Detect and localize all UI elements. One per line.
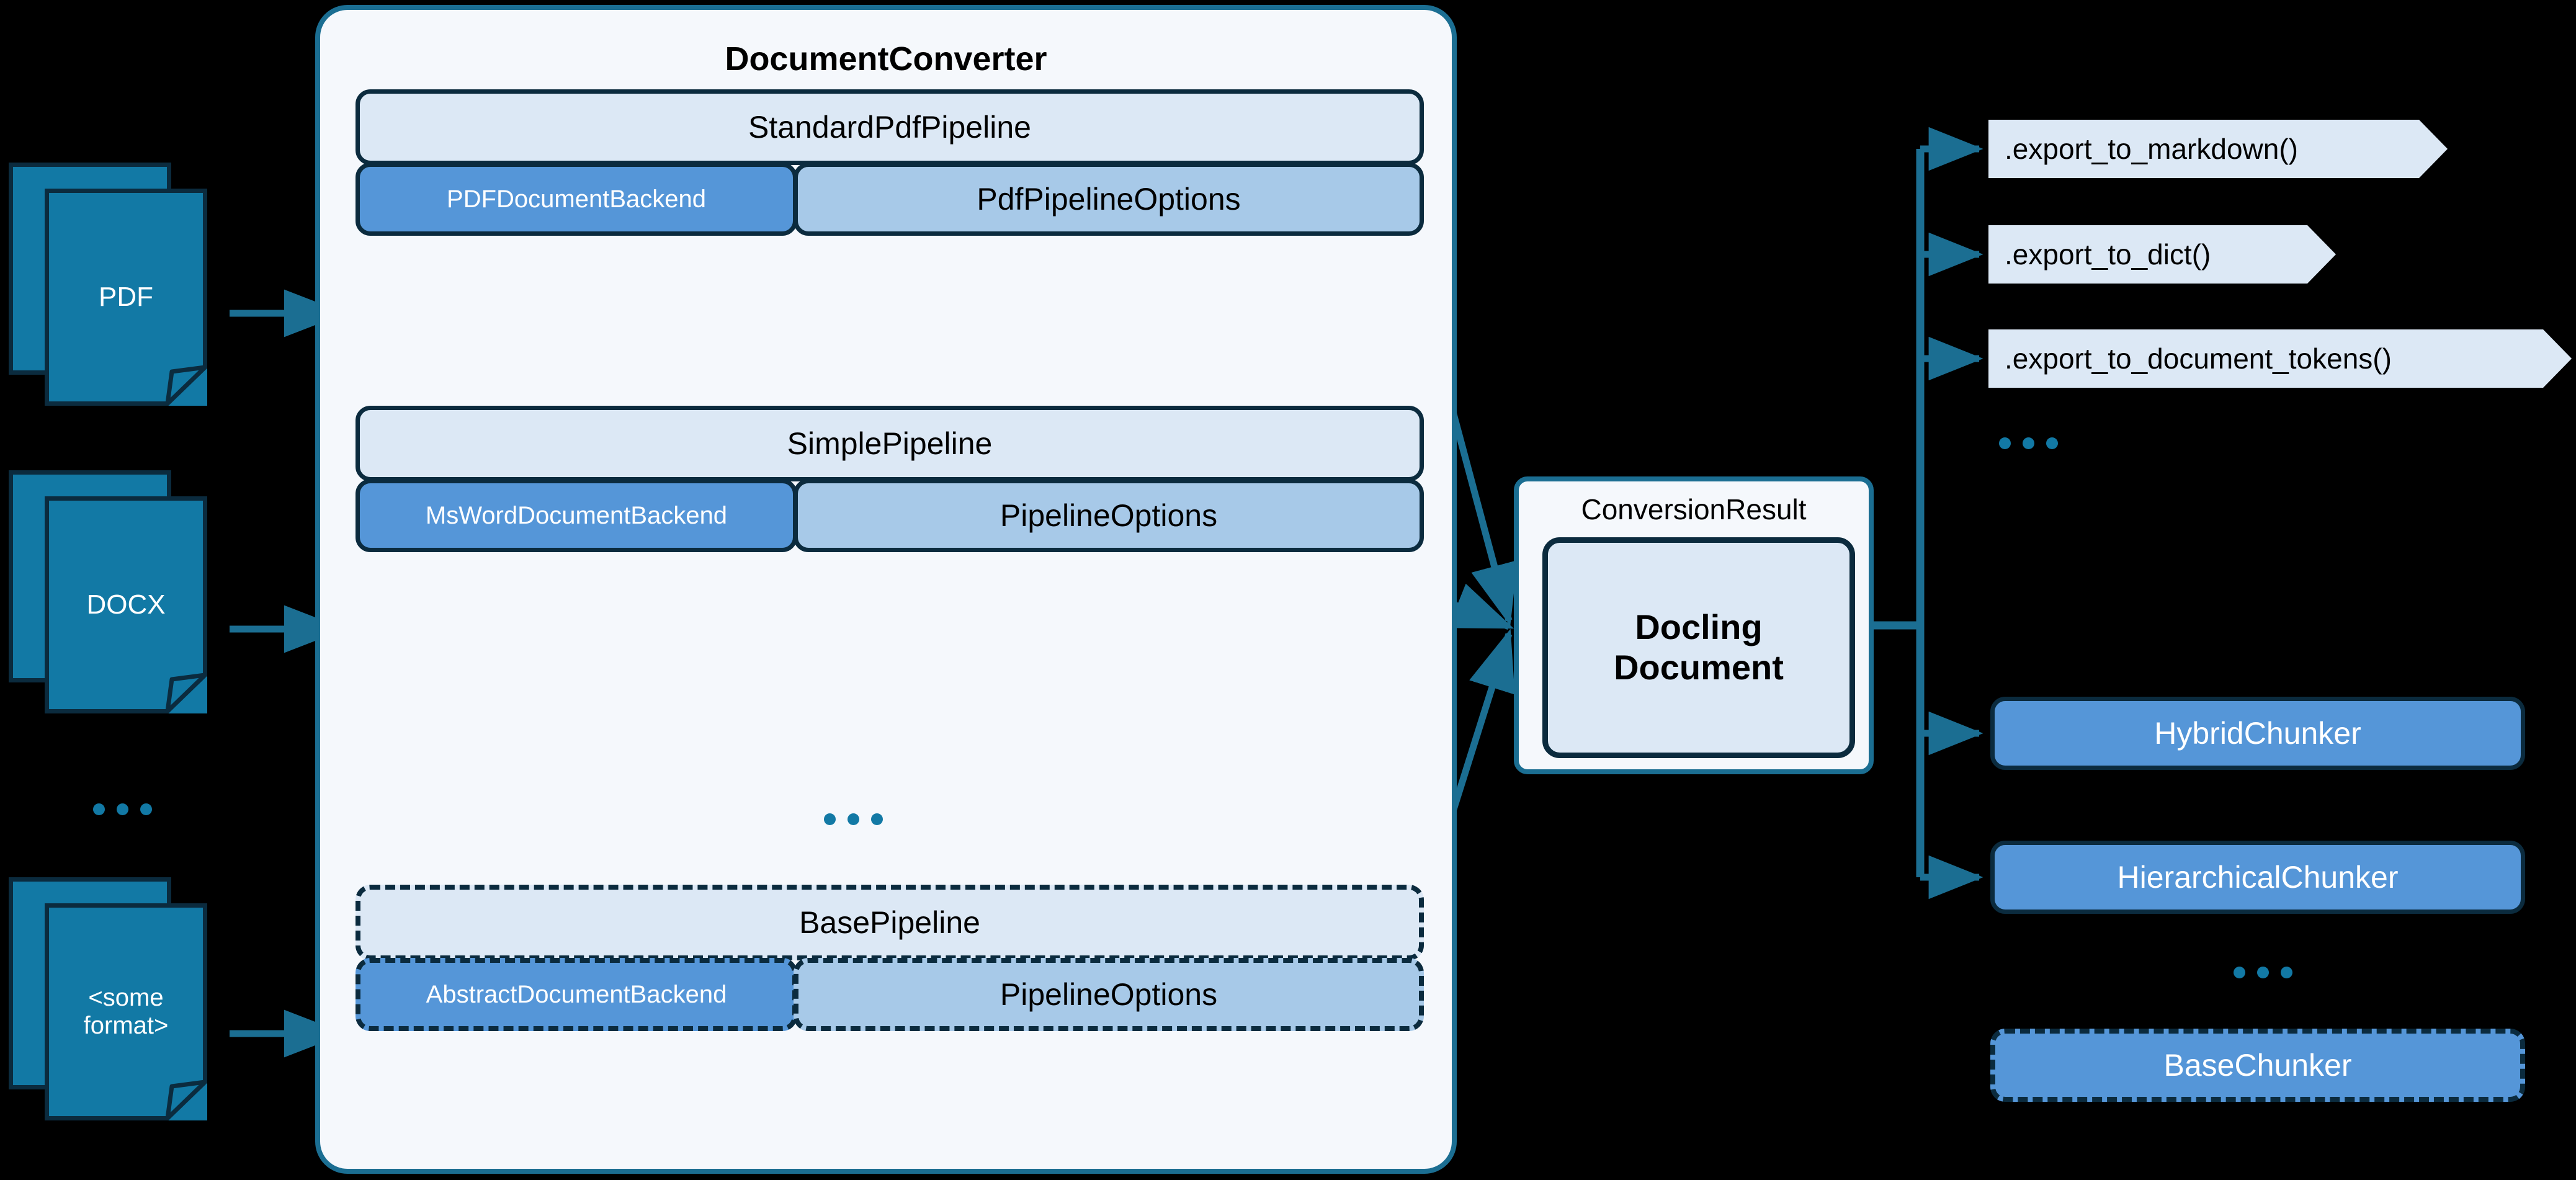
pipeline-parts-row: PDFDocumentBackend PdfPipelineOptions <box>356 163 1424 236</box>
inputs-ellipsis <box>93 803 152 815</box>
pipeline-options[interactable]: PipelineOptions <box>794 479 1424 552</box>
dot-icon <box>1999 437 2011 449</box>
document-stack-icon: DOCX <box>45 496 207 713</box>
dot-icon <box>2257 967 2269 978</box>
dot-icon <box>2046 437 2058 449</box>
conversion-result-container: ConversionResult Docling Document <box>1514 476 1874 774</box>
chunker-hybrid[interactable]: HybridChunker <box>1990 697 2525 770</box>
conversion-result-title: ConversionResult <box>1581 493 1807 525</box>
dot-icon <box>871 813 883 825</box>
dot-icon <box>117 803 128 815</box>
document-converter-container: DocumentConverter StandardPdfPipeline PD… <box>315 5 1457 1174</box>
export-tag-markdown[interactable]: .export_to_markdown() <box>1988 120 2448 178</box>
pipeline-name: BasePipeline <box>356 885 1424 960</box>
pipeline-parts-row: MsWordDocumentBackend PipelineOptions <box>356 479 1424 552</box>
pipeline-backend[interactable]: AbstractDocumentBackend <box>356 958 797 1031</box>
pipeline-simple[interactable]: SimplePipeline MsWordDocumentBackend Pip… <box>356 406 1424 552</box>
document-page-shape-icon <box>45 189 207 406</box>
pipeline-backend[interactable]: MsWordDocumentBackend <box>356 479 797 552</box>
pipeline-options[interactable]: PdfPipelineOptions <box>794 163 1424 236</box>
pipelines-ellipsis <box>824 813 883 825</box>
pipeline-name: SimplePipeline <box>356 406 1424 481</box>
dot-icon <box>847 813 859 825</box>
document-page-shape-icon <box>45 903 207 1120</box>
pipeline-name: StandardPdfPipeline <box>356 89 1424 165</box>
chunker-base[interactable]: BaseChunker <box>1990 1029 2525 1102</box>
docling-document-node[interactable]: Docling Document <box>1542 537 1855 758</box>
input-some-format[interactable]: <some format> <box>9 877 226 1133</box>
dot-icon <box>824 813 836 825</box>
input-docx[interactable]: DOCX <box>9 470 226 726</box>
chunker-hierarchical[interactable]: HierarchicalChunker <box>1990 841 2525 914</box>
docling-document-line1: Docling <box>1635 607 1763 647</box>
dot-icon <box>2234 967 2245 978</box>
export-tag-document-tokens[interactable]: .export_to_document_tokens() <box>1988 329 2572 388</box>
pipeline-base[interactable]: BasePipeline AbstractDocumentBackend Pip… <box>356 885 1424 1031</box>
pipeline-standard-pdf[interactable]: StandardPdfPipeline PDFDocumentBackend P… <box>356 89 1424 236</box>
docling-document-line2: Document <box>1614 648 1784 687</box>
export-tag-dict[interactable]: .export_to_dict() <box>1988 225 2336 284</box>
pipeline-options[interactable]: PipelineOptions <box>794 958 1424 1031</box>
dot-icon <box>2281 967 2292 978</box>
pipeline-parts-row: AbstractDocumentBackend PipelineOptions <box>356 958 1424 1031</box>
document-stack-icon: PDF <box>45 189 207 406</box>
chunkers-ellipsis <box>2234 967 2292 978</box>
page-title: DocumentConverter <box>725 40 1047 78</box>
exports-ellipsis <box>1999 437 2058 449</box>
input-label-line1: <some <box>88 984 164 1012</box>
input-pdf[interactable]: PDF <box>9 163 226 418</box>
dot-icon <box>2023 437 2034 449</box>
pipeline-backend[interactable]: PDFDocumentBackend <box>356 163 797 236</box>
input-label-line2: format> <box>83 1012 169 1039</box>
dot-icon <box>140 803 152 815</box>
dot-icon <box>93 803 105 815</box>
input-label: PDF <box>99 282 153 313</box>
document-page-shape-icon <box>45 496 207 713</box>
document-stack-icon: <some format> <box>45 903 207 1120</box>
input-label: DOCX <box>86 589 166 620</box>
